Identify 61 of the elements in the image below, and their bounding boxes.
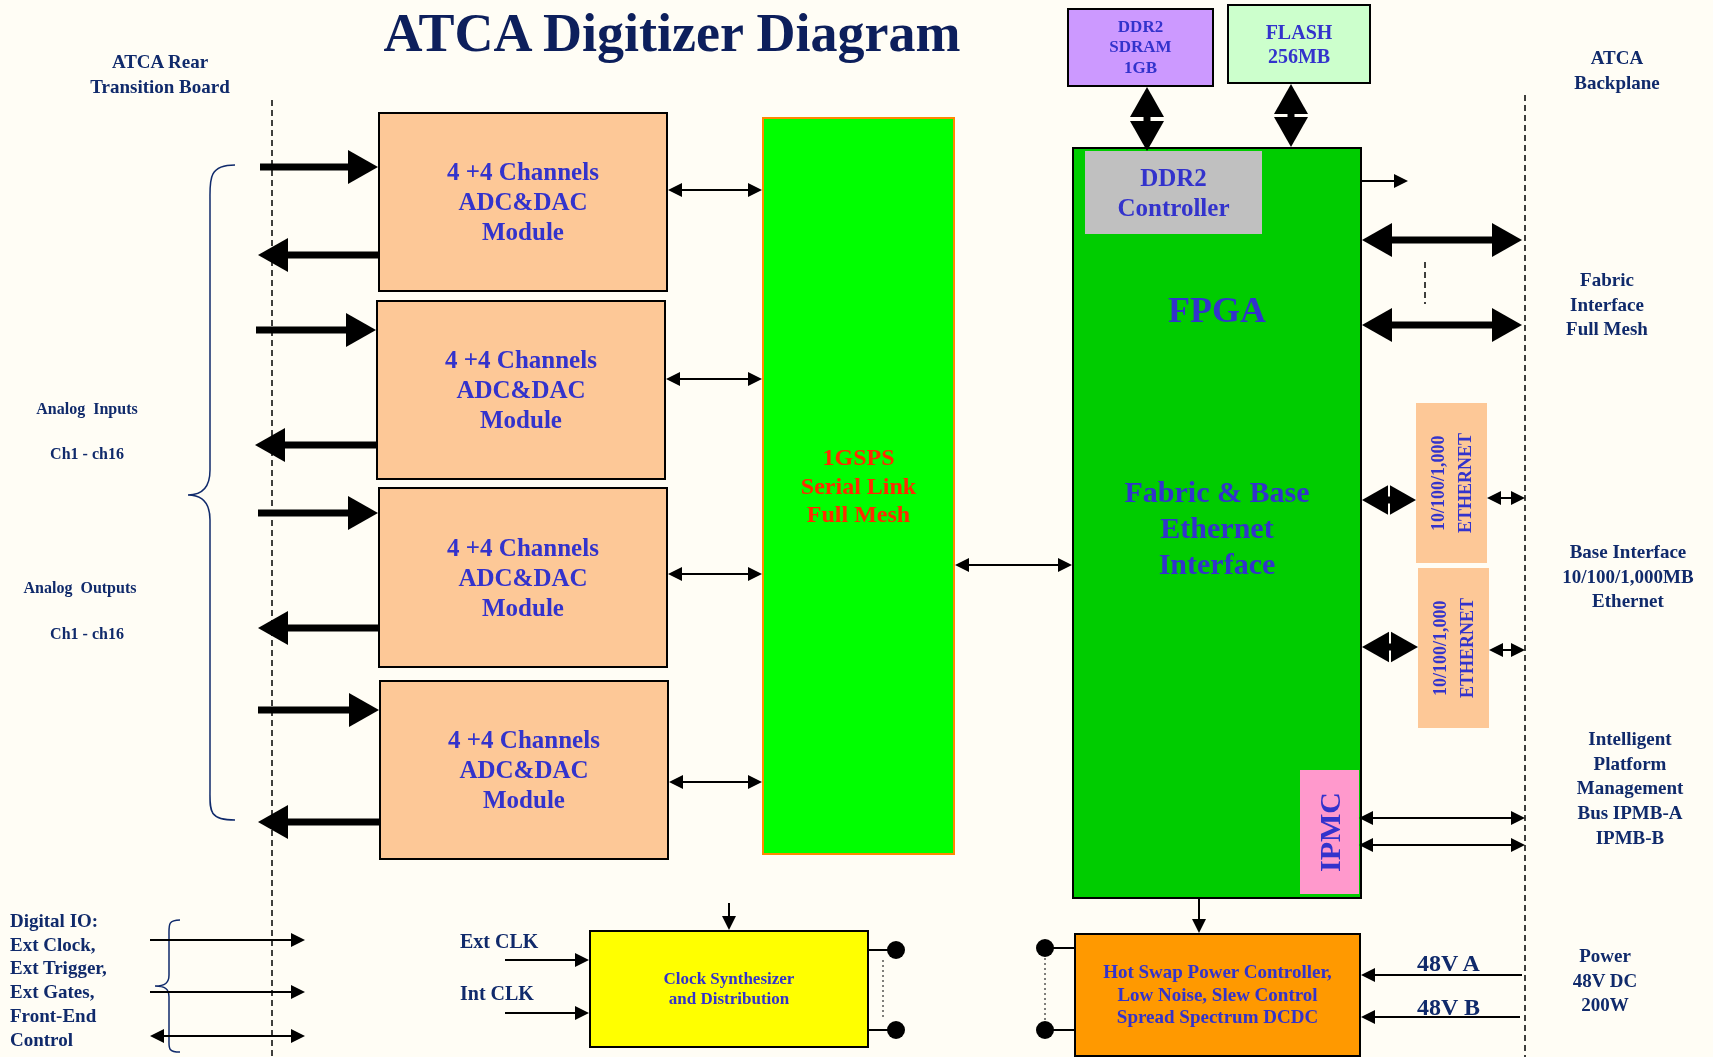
side-label: Power 48V DC 200W [1571, 944, 1639, 1018]
arrow [955, 558, 1072, 572]
arrow [722, 902, 736, 930]
side-label: Intelligent Platform Management Bus IPMB-A IPMB-B [1575, 727, 1685, 850]
ethernet-box: 10/100/1,000 ETHERNET [1418, 568, 1489, 728]
terminal-line [1036, 939, 1075, 957]
arrow [150, 1029, 305, 1043]
arrow [1359, 838, 1525, 852]
ethernet-box: 10/100/1,000 ETHERNET [1416, 403, 1487, 563]
arrow [1130, 87, 1164, 151]
side-label: Ch1 - ch16 [49, 444, 125, 464]
arrow [1487, 491, 1525, 505]
arrow [258, 805, 379, 839]
block-label: FPGA [1167, 289, 1267, 332]
arrow [258, 611, 378, 645]
arrow [258, 238, 378, 272]
memory-box: DDR2 SDRAM 1GB [1067, 8, 1214, 87]
arrow [1361, 174, 1408, 188]
fpga-block [1072, 147, 1362, 899]
module-box: 4 +4 Channels ADC&DAC Module [376, 300, 666, 480]
module-box: 4 +4 Channels ADC&DAC Module [379, 680, 669, 860]
arrow [1359, 811, 1525, 825]
ipmc-box: IPMC [1300, 770, 1359, 894]
arrow [1362, 485, 1416, 515]
arrow [1362, 308, 1522, 342]
arrow [668, 183, 762, 197]
arrow [666, 372, 762, 386]
arrow [504, 953, 589, 967]
side-label: Ch1 - ch16 [49, 624, 125, 644]
block-label: Fabric & Base Ethernet Interface [1123, 474, 1311, 582]
arrow [669, 775, 762, 789]
arrow [668, 567, 762, 581]
side-label: ATCA Backplane [1573, 46, 1661, 95]
arrow [1362, 631, 1418, 663]
title: ATCA Digitizer Diagram [382, 2, 962, 64]
serial-link-block: 1GSPS Serial Link Full Mesh [762, 117, 955, 855]
digital-io-label: Digital IO: Ext Clock, Ext Trigger, Ext Gates, Front-End Control [10, 905, 150, 1055]
side-label: Fabric Interface Full Mesh [1565, 268, 1649, 342]
module-box: 4 +4 Channels ADC&DAC Module [378, 112, 668, 292]
arrow [1489, 643, 1525, 657]
side-label: Analog Outputs [22, 578, 138, 599]
side-label: Analog Inputs [35, 399, 139, 420]
arrow [504, 1006, 589, 1020]
controller-box: DDR2 Controller [1085, 151, 1262, 234]
arrow [1361, 968, 1523, 982]
terminal-line [868, 1021, 905, 1039]
clock-synthesizer-box: Clock Synthesizer and Distribution [589, 930, 869, 1048]
arrow [149, 933, 305, 947]
memory-box: FLASH 256MB [1227, 4, 1371, 84]
arrow [1274, 84, 1308, 147]
arrow [149, 985, 305, 999]
arrow [1362, 223, 1522, 257]
arrow [255, 428, 376, 462]
terminal-line [1036, 1021, 1075, 1039]
module-box: 4 +4 Channels ADC&DAC Module [378, 487, 668, 668]
arrow [1192, 898, 1206, 933]
terminal-line [868, 941, 905, 959]
power-controller-box: Hot Swap Power Controller, Low Noise, Slew Control Spread Spectrum DCDC [1074, 933, 1361, 1057]
arrow [1361, 1010, 1521, 1024]
side-label: Base Interface 10/100/1,000MB Ethernet [1561, 540, 1695, 614]
side-label: ATCA Rear Transition Board [89, 50, 231, 99]
